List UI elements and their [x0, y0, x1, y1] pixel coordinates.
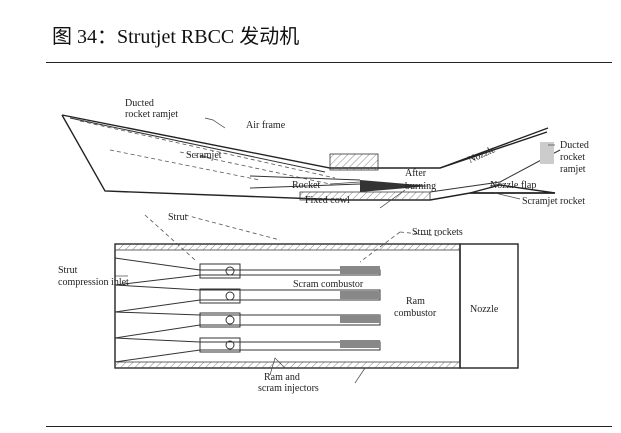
- nozzle-box: [459, 243, 519, 369]
- label-scram-combustor: Scram combustor: [293, 279, 364, 290]
- label-ram: Ram: [406, 296, 425, 307]
- scramjet-passage: [79, 120, 336, 179]
- label-combustor: combustor: [394, 308, 437, 319]
- label-after: After: [405, 168, 427, 179]
- scramjet-passage-2: [179, 151, 331, 185]
- scramjet-passage-3: [109, 149, 261, 181]
- inlet-block: [329, 153, 379, 171]
- label-strut: Strut: [168, 212, 188, 223]
- label-strut-rockets: Strut rockets: [412, 227, 463, 238]
- label-ducted-1: Ducted: [125, 98, 154, 109]
- label-strut-inlet-1: Strut: [58, 265, 78, 276]
- nozzle-upper: [439, 127, 549, 169]
- label-rocket: Rocket: [292, 180, 321, 191]
- label-fixed-cowl: Fixed cowl: [305, 195, 350, 206]
- label-injectors-1: Ram and: [264, 372, 300, 383]
- top-divider: [46, 62, 612, 63]
- strut-rocket-blocks: [340, 266, 380, 348]
- label-scramjet-rocket: Scramjet rocket: [522, 196, 585, 207]
- label-ducted-r1: Ducted: [560, 140, 589, 151]
- bottom-divider: [46, 426, 612, 427]
- rocket-duct: [249, 175, 361, 189]
- label-injectors-2: scram injectors: [258, 383, 319, 394]
- ducted-exit: [540, 142, 554, 164]
- fixed-cowl: [299, 191, 431, 201]
- figure-title: 图 34：Strutjet RBCC 发动机: [52, 26, 300, 48]
- afterburning-cone: [360, 180, 430, 192]
- leader-lines: [115, 117, 555, 384]
- labels: Ducted rocket ramjet Air frame Scramjet …: [58, 98, 589, 394]
- label-nozzle-flap: Nozzle flap: [490, 180, 536, 191]
- side-view: [61, 114, 561, 201]
- label-air-frame: Air frame: [246, 120, 286, 131]
- label-ducted-r3: ramjet: [560, 164, 586, 175]
- plan-view: [114, 243, 519, 369]
- nozzle-flap: [469, 184, 556, 194]
- label-nozzle-box: Nozzle: [470, 304, 499, 315]
- label-nozzle-diag: Nozzle: [467, 144, 498, 166]
- label-strut-inlet-2: compression inlet: [58, 277, 129, 288]
- airframe-inner-line: [69, 117, 326, 173]
- label-ducted-r2: rocket: [560, 152, 585, 163]
- label-ducted-2: rocket ramjet: [125, 109, 178, 120]
- injector-boxes: [199, 263, 241, 353]
- label-scramjet: Scramjet: [186, 150, 222, 161]
- label-burning: burning: [405, 181, 436, 192]
